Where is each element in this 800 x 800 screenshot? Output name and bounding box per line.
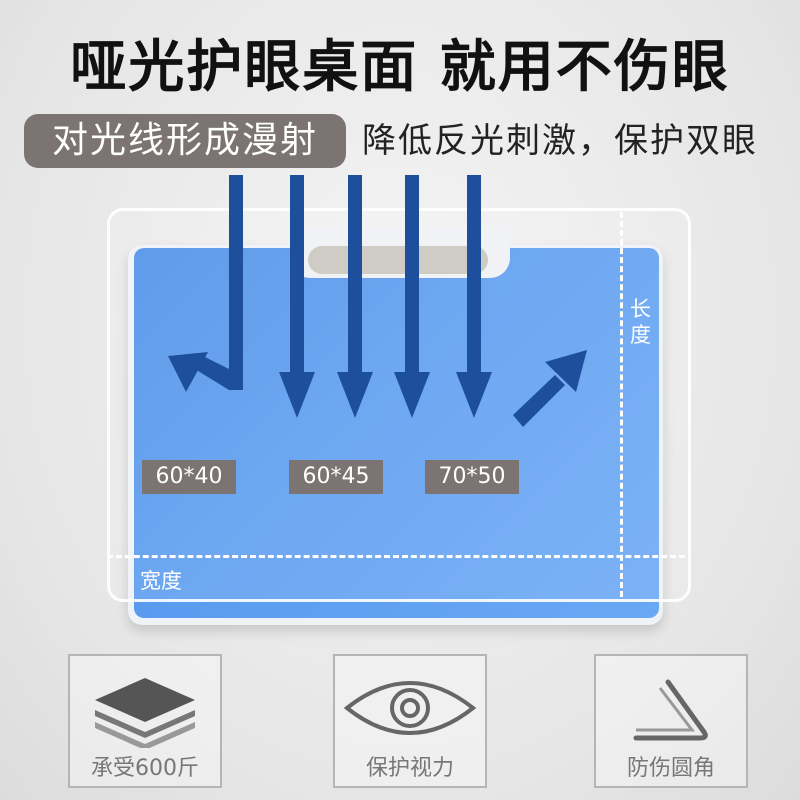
glass-overlay: [107, 208, 691, 602]
board-handle: [308, 246, 488, 274]
headline: 哑光护眼桌面 就用不伤眼: [70, 35, 730, 100]
feature-corner-label: 防伤圆角: [626, 756, 715, 781]
light-arrow-4-icon: [456, 175, 492, 418]
eye-icon: [343, 681, 477, 735]
stacked-layers-icon: [95, 678, 195, 748]
length-dashed-line: [620, 212, 623, 597]
width-dashed-line: [107, 555, 685, 558]
feature-load-label: 承受600斤: [91, 756, 199, 781]
size-tag-2: 60*45: [289, 460, 383, 494]
feature-corner: 防伤圆角: [594, 654, 748, 788]
reflect-arrow-left-icon: [168, 175, 243, 392]
length-label: 长度: [630, 297, 651, 347]
diffuse-badge: 对光线形成漫射: [24, 114, 346, 168]
light-arrow-1-icon: [279, 175, 315, 418]
size-tag-1: 60*40: [142, 460, 236, 494]
feature-load: 承受600斤: [68, 654, 222, 788]
feature-eye: 保护视力: [333, 654, 487, 788]
feature-eye-label: 保护视力: [365, 756, 454, 781]
size-tag-3: 70*50: [425, 460, 519, 494]
reflect-arrow-right-icon: [513, 350, 587, 427]
light-arrow-3-icon: [394, 175, 430, 418]
subheadline: 降低反光刺激，保护双眼: [362, 121, 758, 161]
width-label: 宽度: [140, 569, 182, 593]
light-arrow-2-icon: [337, 175, 373, 418]
rounded-corner-icon: [633, 679, 708, 741]
